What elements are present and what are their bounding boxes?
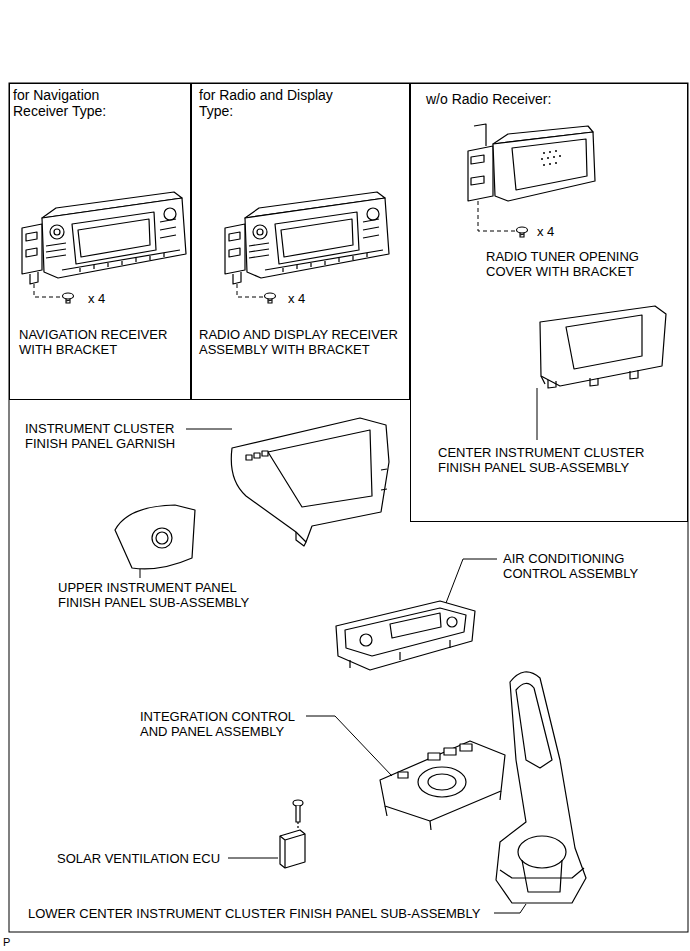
variant-box: for Radio and Display Type: x 4 RADIO AND … (191, 83, 410, 400)
part-name: RADIO AND DISPLAY RECEIVER ASSEMBLY WITH… (199, 327, 409, 357)
part-name: NAVIGATION RECEIVER WITH BRACKET (19, 327, 187, 357)
page-mark: P (3, 936, 23, 949)
variant-heading: for Radio and Display Type: (199, 87, 364, 119)
part-name: UPPER INSTRUMENT PANEL FINISH PANEL SUB-… (58, 580, 263, 610)
part-name: LOWER CENTER INSTRUMENT CLUSTER FINISH P… (28, 906, 508, 921)
part-name: INTEGRATION CONTROL AND PANEL ASSEMBLY (140, 709, 315, 739)
part-name: RADIO TUNER OPENING COVER WITH BRACKET (486, 249, 666, 279)
variant-box: for Navigation Receiver Type: x 4 NAVIGATI… (9, 83, 191, 400)
part-name: SOLAR VENTILATION ECU (57, 851, 257, 866)
variant-heading: w/o Radio Receiver: (426, 91, 626, 107)
quantity-label: x 4 (288, 291, 328, 306)
part-name: AIR CONDITIONING CONTROL ASSEMBLY (503, 551, 653, 581)
part-name: CENTER INSTRUMENT CLUSTER FINISH PANEL S… (438, 445, 673, 475)
quantity-label: x 4 (537, 224, 577, 239)
variant-heading: for Navigation Receiver Type: (13, 87, 153, 119)
quantity-label: x 4 (88, 291, 128, 306)
part-name: INSTRUMENT CLUSTER FINISH PANEL GARNISH (25, 421, 195, 451)
variant-box: w/o Radio Receiver: x 4 RADIO TUNER OPENIN… (410, 83, 688, 522)
